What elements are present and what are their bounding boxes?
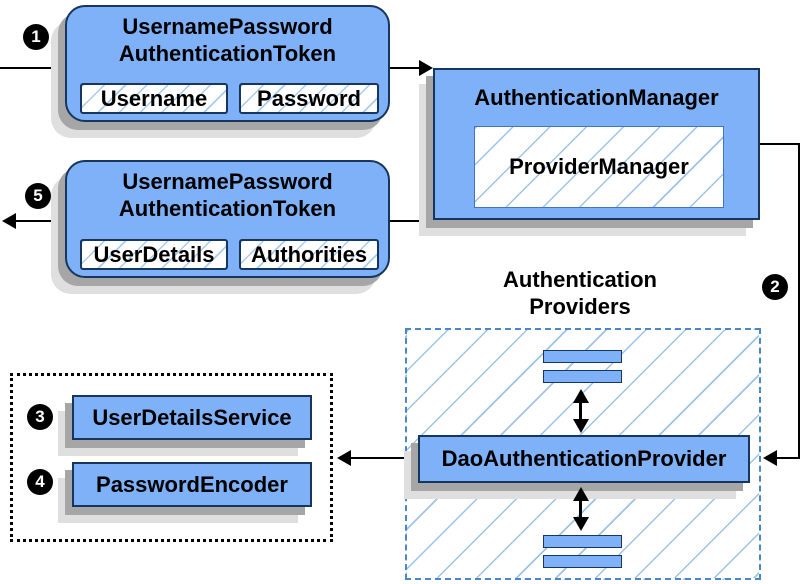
flow-line-request-to-manager <box>390 67 420 69</box>
request-token-title-line1: UsernamePassword <box>122 14 333 39</box>
authentication-providers-title-line1: Authentication <box>503 267 657 292</box>
authorities-field-label: Authorities <box>250 241 368 267</box>
flow-line-manager-right <box>760 143 800 145</box>
userdetails-field-label: UserDetails <box>93 241 215 267</box>
result-token-title-line1: UsernamePassword <box>122 169 333 194</box>
arrowhead-result-out <box>2 213 16 229</box>
username-field-label: Username <box>100 85 208 111</box>
flow-line-into-provider <box>777 457 800 459</box>
step-1-badge: 1 <box>23 24 49 50</box>
authorities-field: Authorities <box>239 239 379 270</box>
authentication-providers-title-line2: Providers <box>529 294 631 319</box>
result-token-title-line2: AuthenticationToken <box>118 196 337 221</box>
authentication-providers-title: Authentication Providers <box>455 266 705 320</box>
flow-line-request-in <box>0 67 65 69</box>
flow-line-provider-to-collaborators <box>351 457 405 459</box>
updown-arrow-top-shaft <box>579 400 582 422</box>
password-encoder-box: PasswordEncoder <box>72 462 312 507</box>
password-field: Password <box>239 83 379 114</box>
userdetails-field: UserDetails <box>80 239 228 270</box>
updown-arrow-top-head-down <box>573 419 589 433</box>
flow-line-result-out <box>15 220 65 222</box>
flow-line-down-right-edge <box>798 143 800 459</box>
request-token-title-line2: AuthenticationToken <box>118 41 337 66</box>
request-token-title: UsernamePassword AuthenticationToken <box>67 13 388 67</box>
provider-stack-top-bar-1 <box>543 350 622 363</box>
updown-arrow-top-head-up <box>573 389 589 403</box>
authentication-manager-title: AuthenticationManager <box>474 85 719 110</box>
dao-authentication-provider-label: DaoAuthenticationProvider <box>441 446 727 471</box>
authentication-manager-box: AuthenticationManager ProviderManager <box>433 68 760 220</box>
username-field: Username <box>80 83 228 114</box>
user-details-service-box: UserDetailsService <box>72 395 312 440</box>
provider-manager-box: ProviderManager <box>474 126 724 208</box>
password-field-label: Password <box>257 85 361 111</box>
step-2-badge: 2 <box>762 274 788 300</box>
provider-stack-bottom-bar-2 <box>543 555 622 568</box>
flow-line-manager-to-result <box>390 220 433 222</box>
user-details-service-label: UserDetailsService <box>92 404 292 430</box>
updown-arrow-bottom-head-down <box>573 517 589 531</box>
step-3-badge: 3 <box>27 404 53 430</box>
arrowhead-into-auth-manager <box>419 60 433 76</box>
provider-stack-bottom-bar-1 <box>543 535 622 548</box>
updown-arrow-bottom-shaft <box>579 498 582 520</box>
provider-manager-label: ProviderManager <box>509 154 689 179</box>
arrowhead-into-collaborators <box>337 450 351 466</box>
step-5-badge: 5 <box>25 183 51 209</box>
dao-authentication-provider-box: DaoAuthenticationProvider <box>418 435 750 483</box>
password-encoder-label: PasswordEncoder <box>96 471 288 497</box>
updown-arrow-bottom-head-up <box>573 487 589 501</box>
arrowhead-into-provider <box>763 450 777 466</box>
collaborators-group-box <box>10 373 333 542</box>
step-4-badge: 4 <box>27 469 53 495</box>
request-token-box: UsernamePassword AuthenticationToken Use… <box>65 5 390 122</box>
provider-stack-top-bar-2 <box>543 370 622 383</box>
result-token-title: UsernamePassword AuthenticationToken <box>67 168 388 222</box>
result-token-box: UsernamePassword AuthenticationToken Use… <box>65 160 390 278</box>
